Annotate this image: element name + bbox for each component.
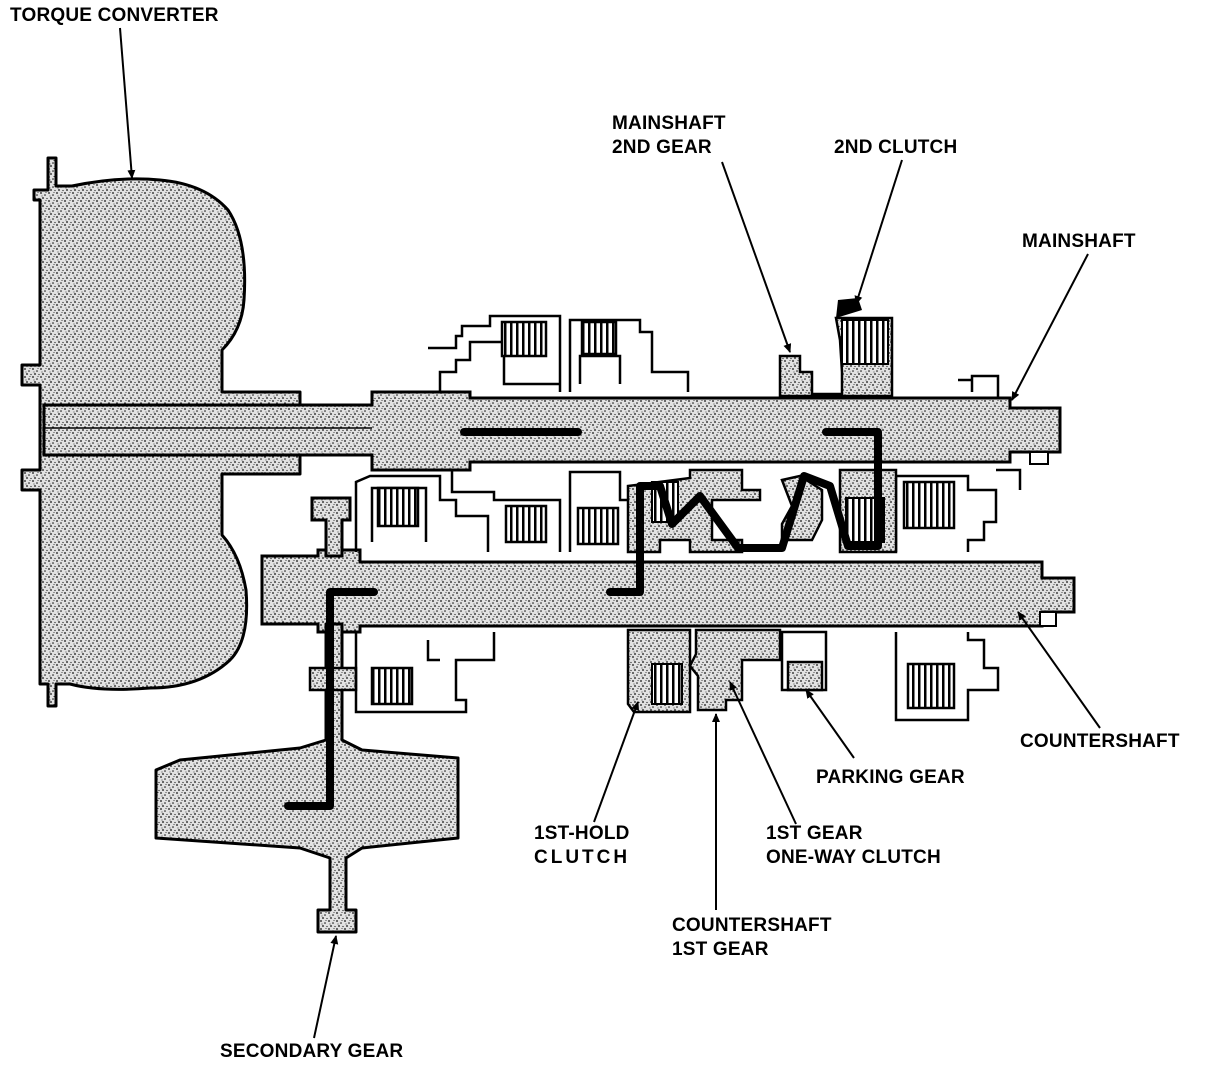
mainshaft-label: MAINSHAFT <box>1022 231 1136 252</box>
secondary-gear-label: SECONDARY GEAR <box>220 1041 404 1062</box>
countershaft-1st-gear-label-line2: 1ST GEAR <box>672 939 769 960</box>
power-flow-path <box>284 428 882 810</box>
countershaft-body <box>260 548 1076 634</box>
countershaft-label: COUNTERSHAFT <box>1020 731 1180 752</box>
secondary-shaft-body <box>154 496 460 934</box>
countershaft-1st-gear-part <box>688 628 782 712</box>
parking-gear-part <box>780 630 828 692</box>
parking-gear-label: PARKING GEAR <box>816 767 965 788</box>
mainshaft-2nd-gear-label-line2: 2ND GEAR <box>612 137 712 158</box>
countershaft-1st-gear-label-line1: COUNTERSHAFT <box>672 915 832 936</box>
2nd-clutch-label: 2ND CLUTCH <box>834 137 958 158</box>
upper-clutch-housings <box>428 314 1000 398</box>
leader-lines <box>119 27 1101 1039</box>
torque-converter-label: TORQUE CONVERTER <box>10 5 219 26</box>
lower-clutch-housings <box>354 468 1022 722</box>
1st-hold-clutch-label-line2: CLUTCH <box>534 847 631 868</box>
1st-gear-one-way-clutch-label-line2: ONE-WAY CLUTCH <box>766 847 941 868</box>
2nd-clutch-part <box>836 298 889 365</box>
1st-hold-clutch-part <box>626 628 692 714</box>
1st-hold-clutch-label-line1: 1ST-HOLD <box>534 823 630 844</box>
mainshaft-2nd-gear-label-line1: MAINSHAFT <box>612 113 726 134</box>
1st-gear-one-way-clutch-label-line1: 1ST GEAR <box>766 823 863 844</box>
